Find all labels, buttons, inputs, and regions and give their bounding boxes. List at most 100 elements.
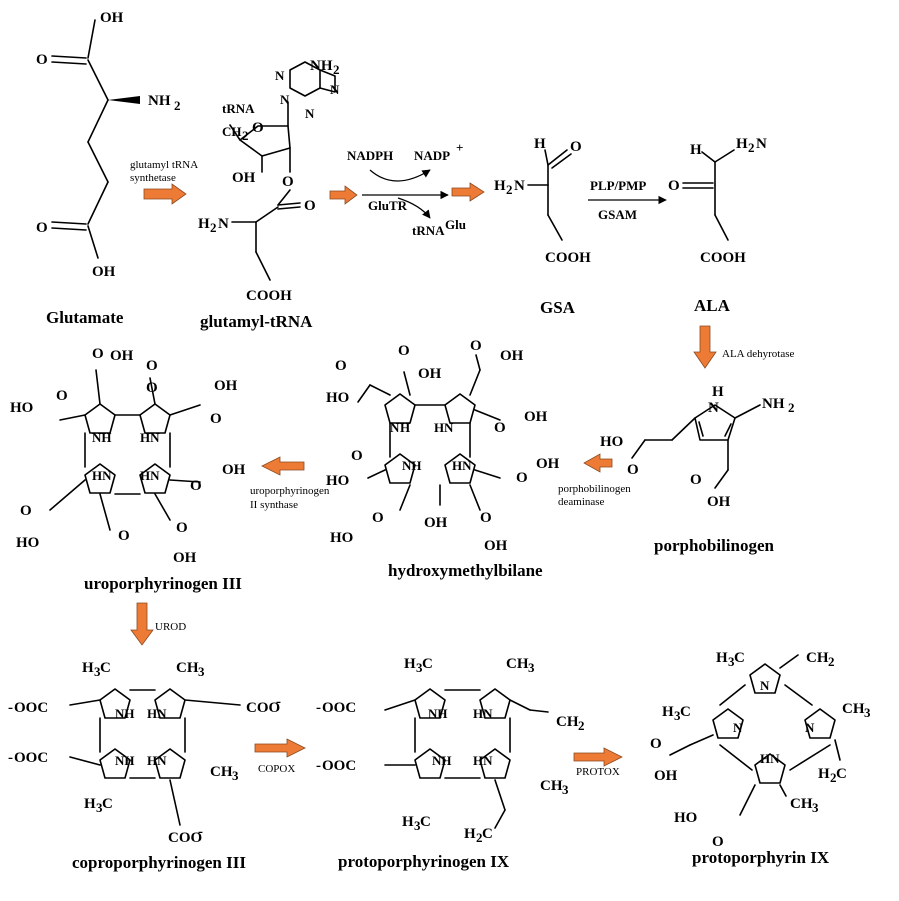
svg-text:COOH: COOH	[545, 250, 591, 266]
svg-text:OH: OH	[418, 366, 442, 382]
svg-text:HN: HN	[140, 430, 160, 445]
svg-text:N: N	[275, 68, 285, 83]
svg-text:H: H	[712, 384, 724, 400]
svg-text:NH: NH	[148, 93, 171, 109]
svg-text:H: H	[690, 142, 702, 158]
orange-arrow-left-1	[583, 453, 613, 473]
svg-text:CH: CH	[540, 778, 563, 794]
orange-arrow-2	[329, 185, 358, 205]
svg-text:O: O	[92, 346, 104, 362]
svg-text:CH: CH	[222, 124, 242, 139]
svg-text:HN: HN	[473, 753, 493, 768]
svg-text:Glu: Glu	[445, 217, 466, 232]
svg-text:N: N	[760, 678, 770, 693]
svg-text:OH: OH	[214, 378, 238, 394]
uro-synthase-label-2: II synthase	[250, 499, 298, 511]
svg-text:O: O	[712, 834, 724, 850]
pbg-deaminase-label-1: porphobilinogen	[558, 483, 631, 495]
svg-text:O: O	[146, 358, 158, 374]
svg-text:N: N	[733, 720, 743, 735]
svg-text:COOH: COOH	[700, 250, 746, 266]
svg-text:N: N	[330, 82, 340, 97]
svg-text:N: N	[218, 216, 229, 232]
svg-text:H: H	[662, 704, 674, 720]
orange-arrow-3-copox	[254, 738, 306, 758]
orange-arrow-down-2	[130, 602, 154, 646]
trna-glu-label: tRNA	[412, 223, 445, 238]
svg-text:O: O	[304, 198, 316, 214]
svg-text:O: O	[20, 503, 32, 519]
svg-text:HO: HO	[326, 390, 349, 406]
urod-label: UROD	[155, 621, 186, 633]
pbg-deaminase-label-2: deaminase	[558, 496, 605, 508]
svg-text:CH: CH	[790, 796, 813, 812]
porphobilinogen-label: porphobilinogen	[654, 536, 775, 555]
svg-text:2: 2	[828, 654, 835, 669]
svg-text:OH: OH	[222, 462, 246, 478]
ala-dehydrotase-label: ALA dehyrotase	[722, 348, 795, 360]
svg-text:N: N	[444, 420, 454, 435]
svg-text:3: 3	[674, 708, 681, 723]
svg-text:2: 2	[476, 830, 483, 845]
svg-text:H: H	[716, 650, 728, 666]
svg-text:3: 3	[96, 800, 103, 815]
orange-arrow-1	[143, 183, 187, 205]
coproporphyrinogen-label: coproporphyrinogen III	[72, 853, 246, 872]
svg-text:O: O	[36, 220, 48, 236]
svg-text:CH: CH	[176, 660, 199, 676]
svg-text:3: 3	[728, 654, 735, 669]
svg-text:N: N	[805, 720, 815, 735]
svg-text:O: O	[176, 520, 188, 536]
svg-text:COO: COO	[168, 830, 202, 846]
svg-text:HN: HN	[473, 706, 493, 721]
svg-text:3: 3	[414, 818, 421, 833]
svg-text:-: -	[8, 750, 13, 766]
svg-text:NH: NH	[115, 753, 135, 768]
hydroxymethylbilane-label: hydroxymethylbilane	[388, 561, 543, 580]
svg-text:OH: OH	[232, 170, 256, 186]
svg-text:N: N	[390, 420, 400, 435]
svg-text:NH: NH	[115, 706, 135, 721]
svg-text:OOC: OOC	[322, 700, 356, 716]
svg-text:NH: NH	[92, 430, 112, 445]
svg-text:H: H	[198, 216, 210, 232]
svg-text:2: 2	[748, 140, 755, 155]
svg-text:O: O	[690, 472, 702, 488]
svg-text:-: -	[316, 758, 321, 774]
svg-text:tRNA: tRNA	[222, 101, 255, 116]
svg-text:O: O	[516, 470, 528, 486]
svg-text:OH: OH	[654, 768, 678, 784]
svg-text:H: H	[736, 136, 748, 152]
svg-text:O: O	[650, 736, 662, 752]
svg-text:C: C	[482, 826, 493, 842]
svg-text:HN: HN	[147, 706, 167, 721]
ala-label: ALA	[694, 296, 731, 315]
svg-text:O: O	[351, 448, 363, 464]
svg-text:O: O	[190, 478, 202, 494]
svg-text:CH: CH	[556, 714, 579, 730]
svg-text:O: O	[56, 388, 68, 404]
svg-text:H: H	[402, 814, 414, 830]
svg-text:O: O	[118, 528, 130, 544]
svg-text:H: H	[818, 766, 830, 782]
uro-synthase-label-1: uroporphyrinogen	[250, 485, 330, 497]
svg-text:2: 2	[578, 718, 585, 733]
svg-text:C: C	[836, 766, 847, 782]
svg-text:2: 2	[210, 220, 217, 235]
svg-text:COO: COO	[246, 700, 280, 716]
gsam-label: GSAM	[598, 207, 637, 222]
plp-pmp-label: PLP/PMP	[590, 178, 646, 193]
svg-text:HN: HN	[760, 751, 780, 766]
svg-text:OH: OH	[92, 264, 116, 280]
svg-text:COOH: COOH	[246, 288, 292, 304]
svg-text:3: 3	[528, 660, 535, 675]
svg-text:-: -	[8, 700, 13, 716]
svg-text:O: O	[570, 139, 582, 155]
svg-text:OH: OH	[536, 456, 560, 472]
